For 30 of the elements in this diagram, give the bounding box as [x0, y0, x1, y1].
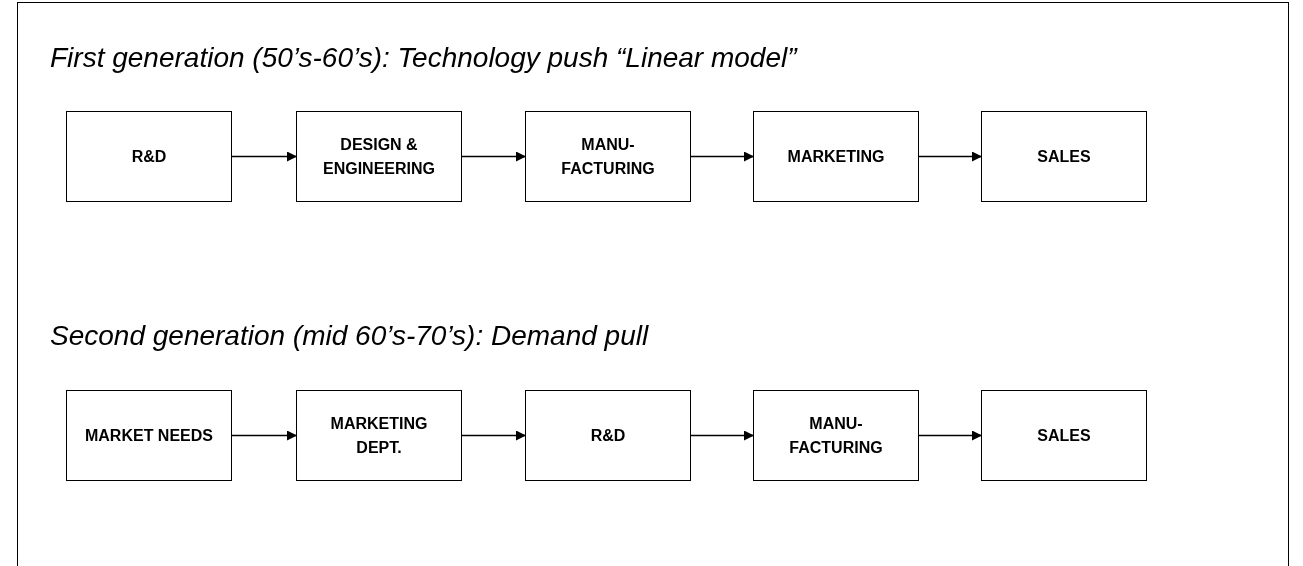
process-box [66, 390, 232, 481]
process-box [753, 390, 919, 481]
arrow [231, 430, 297, 441]
arrow [690, 430, 754, 441]
box-label: R&D [589, 425, 627, 446]
process-box [66, 111, 232, 202]
box-label: MANU- FACTURING [788, 414, 884, 458]
section-heading: First generation (50’s-60’s): Technology push “Linear model” [50, 42, 797, 74]
box-label: MARKETING DEPT. [329, 414, 429, 458]
section-heading: Second generation (mid 60’s-70’s): Demand pull [50, 320, 649, 352]
arrow [918, 151, 982, 162]
arrow [461, 430, 526, 441]
process-box [981, 111, 1147, 202]
box-label: DESIGN & ENGINEERING [322, 135, 436, 179]
box-label: R&D [130, 146, 168, 167]
box-label: SALES [1036, 146, 1092, 167]
box-label: MARKET NEEDS [84, 425, 214, 446]
process-box [525, 111, 691, 202]
process-box [753, 111, 919, 202]
process-box [981, 390, 1147, 481]
box-label: MANU- FACTURING [560, 135, 656, 179]
arrow [461, 151, 526, 162]
arrow [231, 151, 297, 162]
arrow [690, 151, 754, 162]
process-box [296, 390, 462, 481]
box-label: SALES [1036, 425, 1092, 446]
process-box [296, 111, 462, 202]
box-label: MARKETING [786, 146, 886, 167]
arrow [918, 430, 982, 441]
process-box [525, 390, 691, 481]
